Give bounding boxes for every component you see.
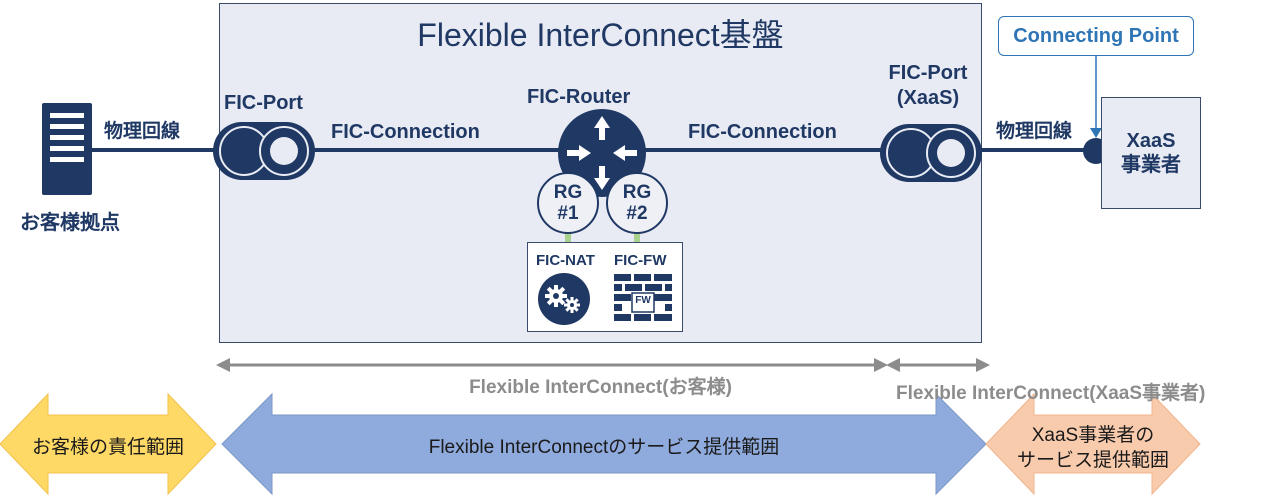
fic-port-right-label-2: (XaaS) <box>896 87 960 109</box>
port-icon <box>880 124 982 182</box>
xaas-provider-line2: 事業者 <box>1121 154 1181 176</box>
scope-customer-label: Flexible InterConnect(お客様) <box>469 377 732 398</box>
routing-group-2: RG #2 <box>606 172 668 234</box>
scope-arrow-customer <box>216 358 888 372</box>
router-label: FIC-Router <box>527 86 631 108</box>
rg2-line2: #2 <box>626 203 648 224</box>
rg1-line2: #1 <box>557 203 579 224</box>
port-icon <box>213 122 315 180</box>
connecting-point-label: Connecting Point <box>998 16 1194 56</box>
xaas-provider-box: XaaS 事業者 <box>1101 97 1201 209</box>
rg2-line1: RG <box>622 182 652 203</box>
customer-site-label: お客様拠点 <box>20 212 120 234</box>
xaas-responsibility-text-2: サービス提供範囲 <box>1016 450 1169 471</box>
xaas-provider-line1: XaaS <box>1126 130 1176 152</box>
scope-arrow-xaas <box>886 358 990 372</box>
service-responsibility-text: Flexible InterConnectのサービス提供範囲 <box>428 437 780 458</box>
rg1-line1: RG <box>553 182 583 203</box>
connection-right-label: FIC-Connection <box>688 121 837 143</box>
fic-fw-label: FIC-FW <box>614 252 667 269</box>
firewall-icon <box>614 274 672 321</box>
connecting-point-pointer-head <box>1090 128 1102 138</box>
fic-nat-label: FIC-NAT <box>536 252 595 269</box>
scope-xaas-label: Flexible InterConnect(XaaS事業者) <box>896 383 1206 404</box>
routing-group-1: RG #1 <box>537 172 599 234</box>
right-physical-line-label: 物理回線 <box>996 121 1073 142</box>
xaas-responsibility-text-1: XaaS事業者の <box>1031 425 1155 446</box>
connection-left-label: FIC-Connection <box>331 121 480 143</box>
gears-icon <box>538 273 590 325</box>
fw-badge: FW <box>635 295 651 306</box>
platform-title: Flexible InterConnect基盤 <box>417 17 784 53</box>
fic-port-left-label: FIC-Port <box>224 92 303 114</box>
customer-responsibility-arrow <box>0 392 217 496</box>
left-physical-line-label: 物理回線 <box>104 121 181 142</box>
xaas-responsibility-arrow <box>985 392 1201 496</box>
customer-responsibility-text: お客様の責任範囲 <box>31 437 184 458</box>
fic-port-right-label-1: FIC-Port <box>888 62 968 84</box>
server-icon <box>42 103 92 195</box>
